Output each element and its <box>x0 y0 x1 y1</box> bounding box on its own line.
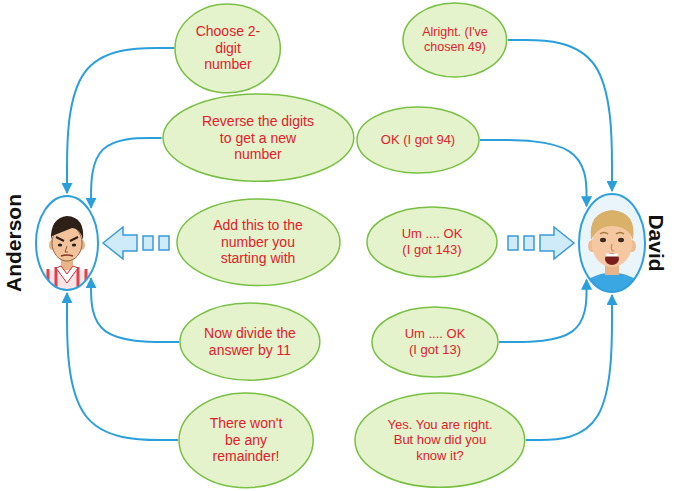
speech-bubble: Um .... OK (I got 143) <box>366 206 498 278</box>
bubble-text: Yes. You are right. But how did you know… <box>378 417 502 464</box>
connector <box>91 278 179 342</box>
portrait-frame <box>35 195 99 291</box>
block-arrow-part <box>143 236 153 250</box>
stripe <box>47 269 50 300</box>
curved-arrow <box>91 138 162 208</box>
speech-bubble: Add this to the number you starting with <box>176 198 341 287</box>
connector <box>499 280 587 342</box>
teeth <box>606 254 618 257</box>
bubble-text: OK (I got 94) <box>381 132 455 148</box>
bubble-text: There won't be any remainder! <box>200 415 292 465</box>
bubble-outline <box>177 199 340 286</box>
speech-bubble: Choose 2-digit number <box>174 3 281 94</box>
connector <box>526 295 612 440</box>
block-arrow-part <box>524 236 534 250</box>
speech-bubble: Alright. (I've chosen 49) <box>402 2 508 78</box>
bubble-outline <box>179 393 313 488</box>
connector <box>67 293 178 440</box>
portrait-frame <box>578 193 646 293</box>
stripe <box>39 272 42 300</box>
block-arrow-part <box>159 236 169 250</box>
bubble-text: Um .... OK (I got 13) <box>401 326 469 357</box>
hair <box>51 216 83 240</box>
nose <box>611 244 614 251</box>
hair <box>591 210 634 240</box>
speech-bubble: Now divide the answer by 11 <box>179 302 321 381</box>
bubble-text: Reverse the digits to get a new number <box>195 113 321 163</box>
curved-arrow <box>67 293 178 440</box>
block-arrow-part <box>540 227 574 259</box>
curved-arrow <box>499 280 587 342</box>
block-arrow-part <box>103 227 137 259</box>
eye <box>58 243 62 246</box>
curved-arrow <box>67 48 174 193</box>
stripe <box>85 269 88 300</box>
bubble-text: Add this to the number you starting with <box>205 217 310 267</box>
person-name: David <box>644 214 668 271</box>
nose <box>65 246 68 252</box>
speech-bubble: Reverse the digits to get a new number <box>162 93 355 182</box>
portrait-outline <box>579 194 645 292</box>
stripe <box>77 267 80 300</box>
bubble-outline <box>372 307 498 377</box>
eyebrows <box>600 233 624 235</box>
stripe <box>93 272 96 300</box>
bubble-text: Now divide the answer by 11 <box>198 325 302 359</box>
connector <box>508 227 574 259</box>
speech-bubble: There won't be any remainder! <box>178 392 314 489</box>
block-arrow-part <box>508 236 518 250</box>
portrait-outline <box>36 196 98 290</box>
connector <box>67 48 174 193</box>
speech-bubble: OK (I got 94) <box>356 106 480 174</box>
portrait-ground <box>35 195 99 291</box>
bubble-outline <box>163 94 354 181</box>
bubble-text: Choose 2-digit number <box>195 23 261 73</box>
eye <box>618 238 624 242</box>
bubble-outline <box>367 207 497 277</box>
person-portrait: Anderson <box>2 180 106 306</box>
bubble-text: Um .... OK (I got 143) <box>398 226 466 257</box>
bubble-outline <box>175 4 280 93</box>
bubble-text: Alright. (I've chosen 49) <box>417 25 493 55</box>
anderson-face <box>30 195 104 300</box>
name-holder: Anderson <box>2 194 26 292</box>
bubble-outline <box>357 107 479 173</box>
connector <box>103 227 169 259</box>
eye <box>600 238 606 242</box>
mouth <box>61 255 73 256</box>
curved-arrow <box>526 295 612 440</box>
mouth <box>605 253 619 265</box>
curved-arrow <box>508 40 612 191</box>
curved-arrow <box>480 140 587 206</box>
connector <box>91 138 162 208</box>
collar <box>56 266 78 283</box>
bubble-outline <box>355 393 525 487</box>
person-name: Anderson <box>2 194 26 292</box>
stripe <box>55 267 58 300</box>
person-portrait: David <box>570 183 670 303</box>
bubble-outline <box>403 3 507 77</box>
curved-arrow <box>91 278 179 342</box>
speech-bubble: Yes. You are right. But how did you know… <box>354 392 526 488</box>
name-holder: David <box>644 214 668 271</box>
bubble-outline <box>180 303 320 380</box>
eye <box>72 243 76 246</box>
eyebrows <box>56 237 78 241</box>
connector <box>480 140 587 206</box>
speech-bubble: Um .... OK (I got 13) <box>371 306 499 378</box>
connector <box>508 40 612 191</box>
